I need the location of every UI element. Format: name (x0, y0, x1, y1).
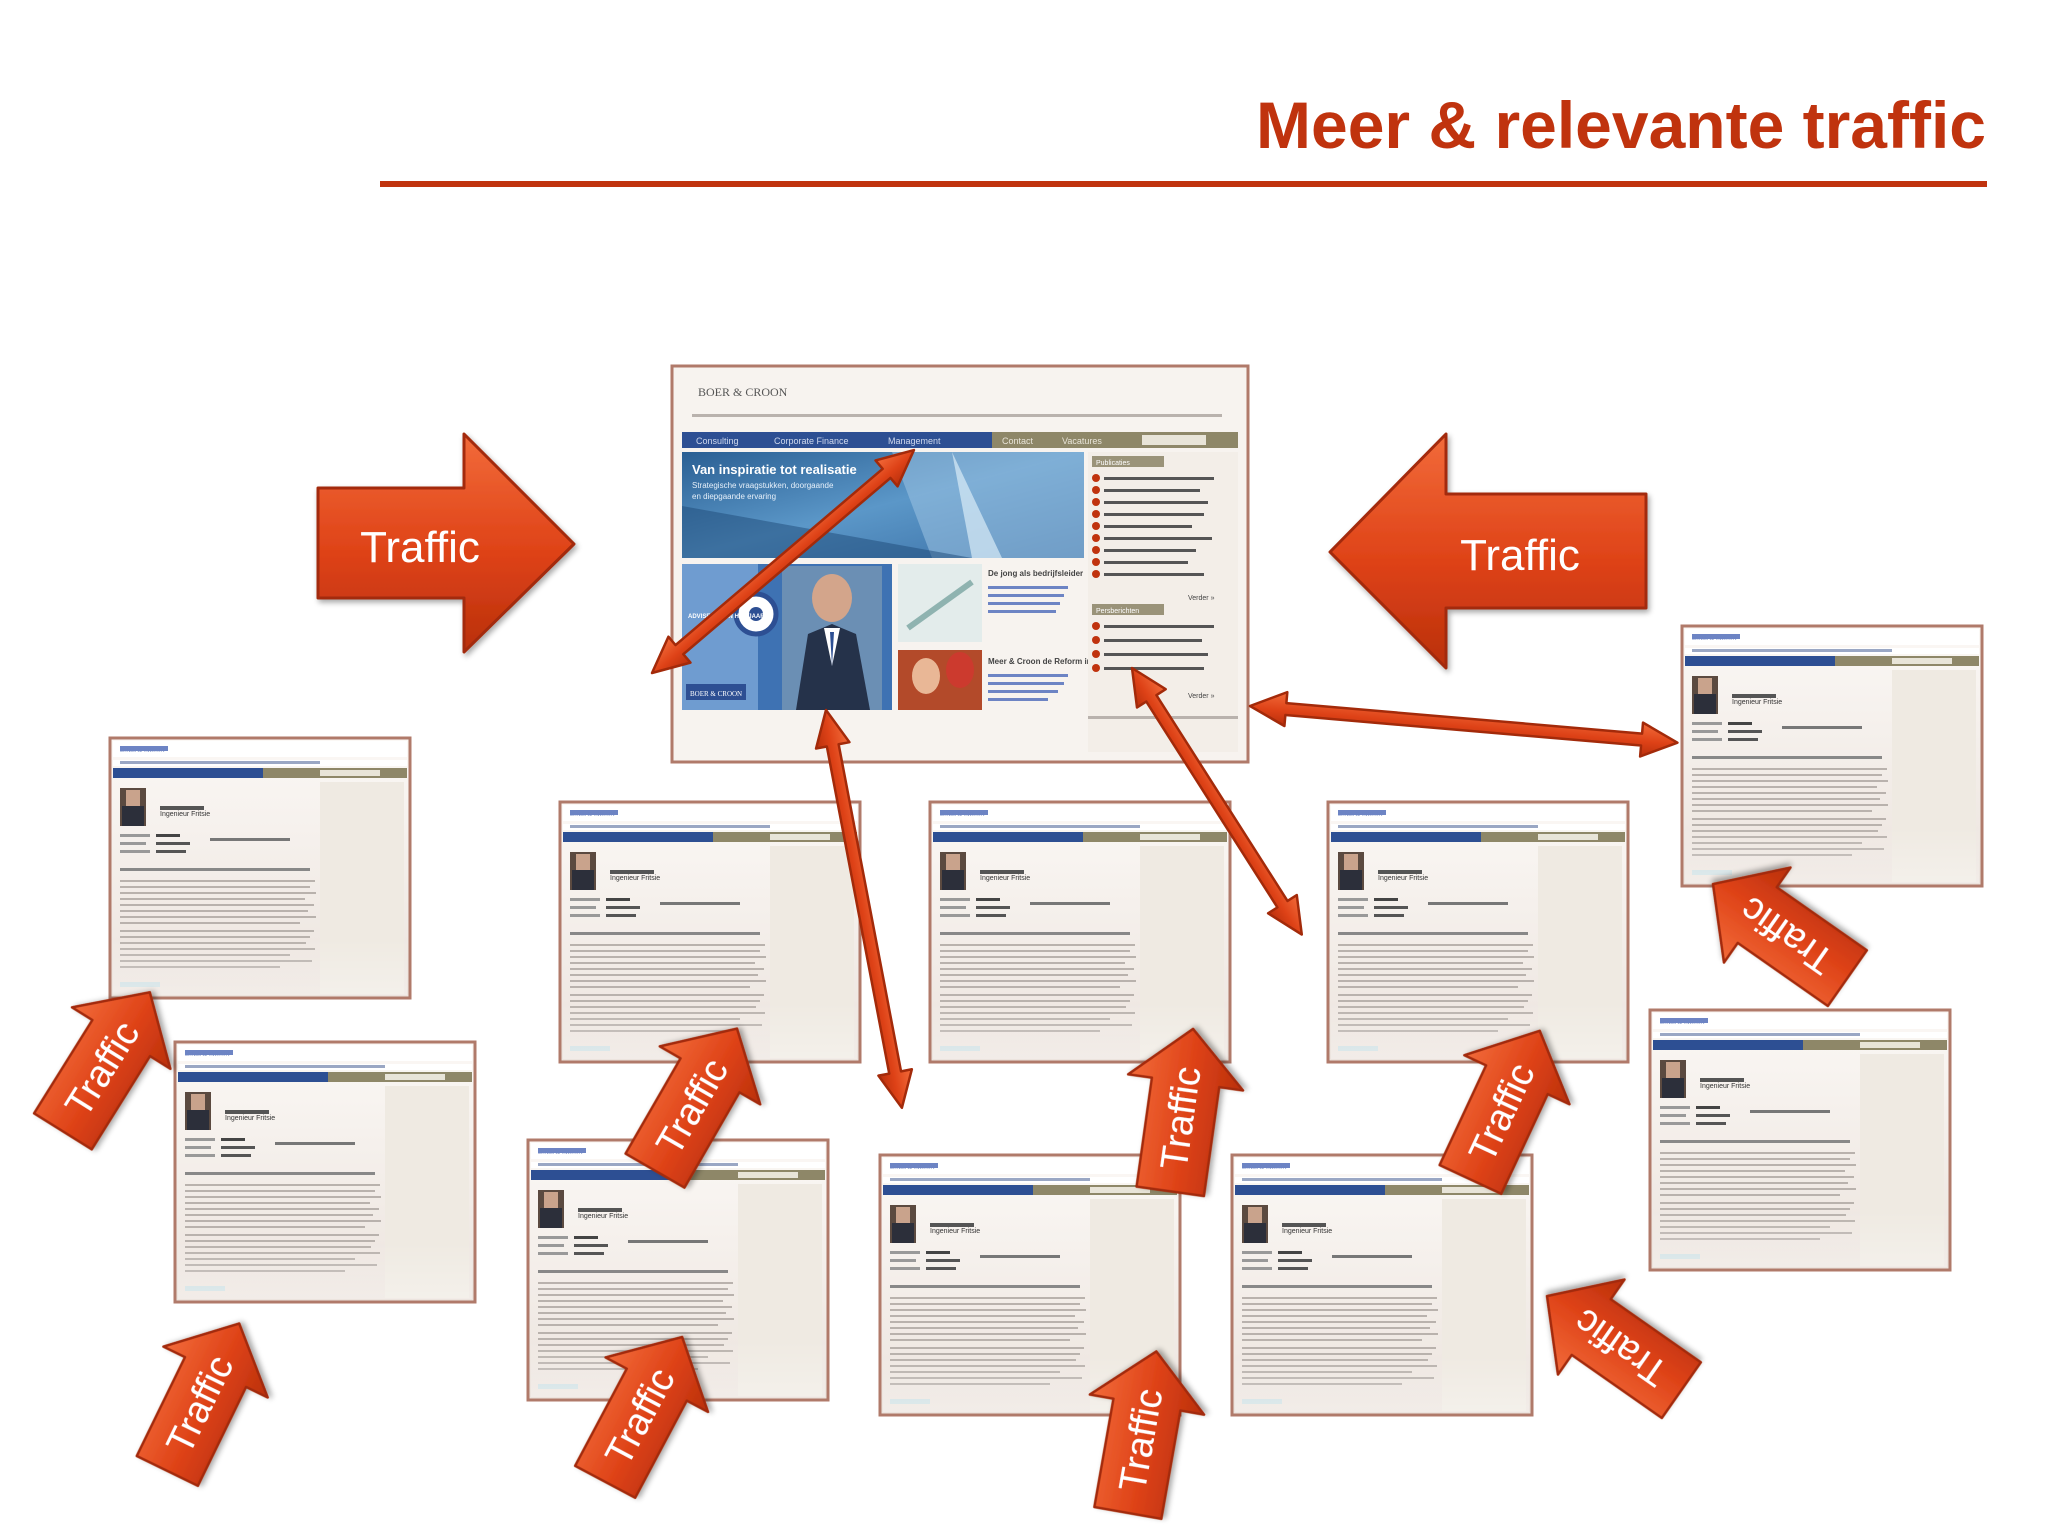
sub-page-person-name: Ingenieur Fritsie (1732, 699, 1782, 706)
sub-page-mid-2: BOER & CROON Ingenieur Fritsie (928, 800, 1232, 1064)
traffic-label: Traffic (1460, 531, 1580, 580)
sub-page-mid-3: BOER & CROON Ingenieur Fritsie (1326, 800, 1630, 1064)
double-arrow-icon (650, 448, 916, 675)
block-arrow-icon (1088, 1350, 1206, 1521)
hub-nav-item: Corporate Finance (774, 436, 849, 446)
hub-sidebar-heading: Publicaties (1096, 460, 1130, 467)
hub-hero-subline: en diepgaande ervaring (692, 492, 776, 501)
block-arrow-icon (1545, 1278, 1703, 1420)
sub-page-left-top: BOER & CROON Ingenieur Fritsie (108, 736, 412, 1000)
hub-more-link: Verder » (1188, 693, 1215, 700)
block-arrow-icon (135, 1322, 269, 1488)
block-arrow-icon (32, 991, 172, 1151)
sub-page-mid-1: BOER & CROON Ingenieur Fritsie (558, 800, 862, 1064)
sub-page-person-name: Ingenieur Fritsie (225, 1115, 275, 1122)
hub-feature: ADVISEUR VAN HET JAAR BOER & CROON (682, 564, 892, 710)
sub-page-logo: BOER & CROON (1692, 636, 1737, 642)
traffic-arrow-small: Traffic (1126, 1027, 1245, 1198)
traffic-arrow-small: Traffic (135, 1322, 269, 1488)
sub-page-logo: BOER & CROON (940, 812, 985, 818)
sub-page-person-name: Ingenieur Fritsie (1282, 1228, 1332, 1235)
sub-page-logo: BOER & CROON (1338, 812, 1383, 818)
sub-page-logo: BOER & CROON (1660, 1020, 1705, 1026)
hub-promo-1: De jong als bedrijfsleider (898, 564, 1083, 642)
hub-nav-item: Contact (1002, 436, 1034, 446)
sub-page-logo: BOER & CROON (120, 748, 165, 754)
block-arrow-icon (624, 1027, 762, 1189)
traffic-arrow-right-large: Traffic (1328, 432, 1648, 670)
sub-page-bottom-1: BOER & CROON Ingenieur Fritsie (526, 1138, 830, 1402)
double-arrow-icon (1130, 666, 1304, 936)
hub-logo: BOER & CROON (698, 385, 788, 399)
hub-promo-title: Meer & Croon de Reform in Zweden (988, 657, 1124, 666)
block-arrow-icon (1438, 1029, 1571, 1196)
hub-nav-bar: Consulting Corporate Finance Management … (682, 432, 1238, 448)
title-rule (380, 181, 1987, 187)
sub-page-logo: BOER & CROON (570, 812, 615, 818)
traffic-arrow-small: Traffic (1545, 1278, 1703, 1420)
block-arrow-icon (573, 1335, 710, 1500)
sub-page-person-name: Ingenieur Fritsie (160, 811, 210, 818)
hub-nav-item: Vacatures (1062, 436, 1102, 446)
traffic-arrow-left-large: Traffic (316, 432, 576, 654)
hub-search-box (1142, 435, 1206, 445)
hub-more-link: Verder » (1188, 595, 1215, 602)
sub-page-person-name: Ingenieur Fritsie (1378, 875, 1428, 882)
sub-page-logo: BOER & CROON (538, 1150, 583, 1156)
hub-nav-item: Consulting (696, 436, 739, 446)
sub-page-left-bottom: BOER & CROON Ingenieur Fritsie (173, 1040, 477, 1304)
sub-page-logo: BOER & CROON (1242, 1165, 1287, 1171)
traffic-label: Traffic (360, 523, 480, 572)
hub-hero-subline: Strategische vraagstukken, doorgaande (692, 481, 834, 490)
hub-feature-logo: BOER & CROON (690, 690, 742, 698)
sub-page-person-name: Ingenieur Fritsie (578, 1213, 628, 1220)
block-arrow-icon (316, 432, 576, 654)
sub-page-person-name: Ingenieur Fritsie (610, 875, 660, 882)
hub-hero-headline: Van inspiratie tot realisatie (692, 462, 857, 477)
sub-page-logo: BOER & CROON (185, 1052, 230, 1058)
link-arrows (650, 448, 1679, 1110)
sub-page-logo: BOER & CROON (890, 1165, 935, 1171)
block-arrow-icon (1328, 432, 1648, 670)
sub-page-right-top: BOER & CROON Ingenieur Fritsie (1680, 624, 1984, 888)
sub-page-person-name: Ingenieur Fritsie (980, 875, 1030, 882)
sub-page-bottom-3: BOER & CROON Ingenieur Fritsie (1230, 1153, 1534, 1417)
hub-nav-item: Management (888, 436, 941, 446)
sub-page-person-name: Ingenieur Fritsie (930, 1228, 980, 1235)
double-arrow-icon (814, 708, 914, 1110)
hub-promo-title: De jong als bedrijfsleider (988, 569, 1083, 578)
sub-page-bottom-2: BOER & CROON Ingenieur Fritsie (878, 1153, 1182, 1417)
hub-promo-2: Meer & Croon de Reform in Zweden (898, 650, 1124, 710)
double-arrow-icon (1248, 690, 1679, 758)
sub-page-person-name: Ingenieur Fritsie (1700, 1083, 1750, 1090)
traffic-arrow-small: Traffic (1088, 1350, 1206, 1521)
sub-page-right-bottom: BOER & CROON Ingenieur Fritsie (1648, 1008, 1952, 1272)
block-arrow-icon (1711, 866, 1869, 1008)
block-arrow-icon (1126, 1027, 1245, 1198)
hub-sidebar-heading: Persberichten (1096, 608, 1139, 615)
slide-title: Meer & relevante traffic (1256, 88, 1986, 162)
